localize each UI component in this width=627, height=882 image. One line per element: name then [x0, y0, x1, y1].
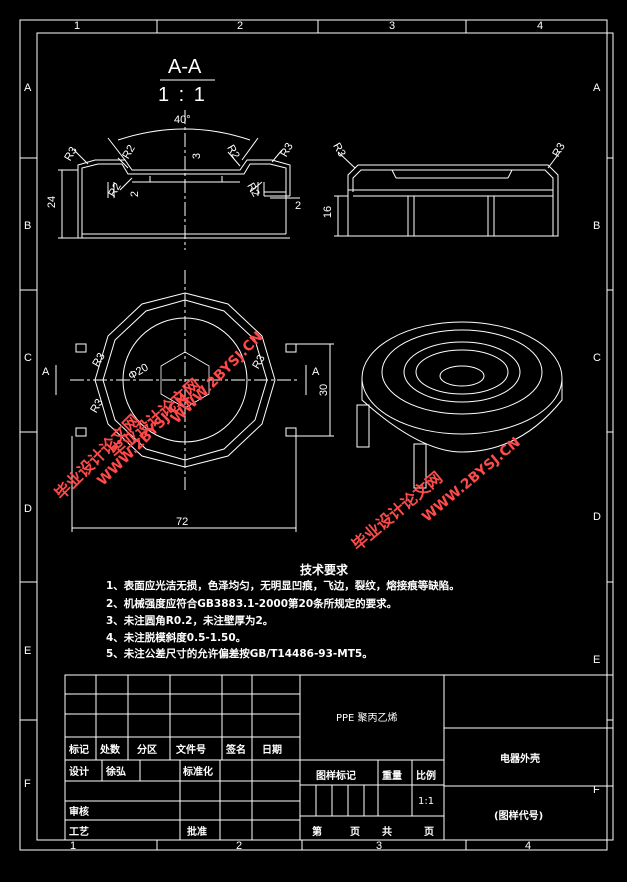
designer-name: 徐弘: [106, 767, 126, 778]
scale-value: 1:1: [418, 796, 435, 807]
dim-t3: 3: [191, 152, 204, 160]
row-label-date: 日期: [262, 745, 282, 756]
tech-requirement-4: 4、未注脱模斜度0.5-1.50。: [106, 632, 247, 644]
zone-right-a: A: [593, 82, 601, 94]
dim-angle: 40°: [174, 114, 191, 126]
zone-right-c: C: [593, 352, 601, 364]
dim-w72: 72: [176, 516, 189, 528]
drawing-code: (图样代号): [494, 811, 544, 822]
zone-right-e: E: [593, 654, 601, 666]
plan-view: [55, 270, 334, 532]
zone-bottom-4: 4: [525, 840, 532, 852]
section-name: A-A: [168, 56, 202, 78]
tech-requirement-1: 1、表面应光洁无损，色泽均匀，无明显凹痕，飞边，裂纹，熔接痕等缺陷。: [106, 580, 460, 592]
zone-top-1: 1: [74, 20, 81, 32]
row-label-count: 处数: [100, 745, 120, 756]
sheet-no-prefix: 第: [312, 827, 322, 838]
title-block: [64, 674, 614, 841]
dim-t2b: 2: [295, 200, 302, 212]
zone-right-f: F: [593, 784, 600, 796]
standardize-label: 标准化: [183, 767, 213, 778]
dim-w30: 30: [318, 383, 331, 397]
zone-bottom-1: 1: [70, 840, 77, 852]
zone-left-e: E: [24, 645, 32, 657]
weight-label: 重量: [382, 771, 402, 782]
zone-left-f: F: [24, 778, 31, 790]
row-label-mark: 标记: [69, 745, 89, 756]
zone-left-c: C: [24, 352, 32, 364]
row-label-doc: 文件号: [176, 745, 206, 756]
review-label: 审核: [69, 807, 89, 818]
side-view: [334, 151, 561, 237]
outer-border: [19, 19, 608, 851]
zone-bottom-2: 2: [236, 840, 243, 852]
zone-left-a: A: [24, 82, 32, 94]
tech-requirement-2: 2、机械强度应符合GB3883.1-2000第20条所规定的要求。: [106, 598, 398, 610]
zone-right-d: D: [593, 511, 601, 523]
tech-requirements-title: 技术要求: [300, 563, 349, 577]
zone-top-4: 4: [537, 20, 544, 32]
row-label-zone: 分区: [137, 745, 157, 756]
sheet-total-suffix: 页: [424, 827, 434, 838]
material-label: PPE 聚丙乙烯: [336, 713, 398, 724]
zone-left-d: D: [24, 503, 32, 515]
section-view: [58, 110, 300, 250]
isometric-view: [356, 321, 563, 489]
zone-right-b: B: [593, 220, 601, 232]
dim-t2a: 2: [129, 190, 142, 198]
sheet-total-prefix: 共: [382, 827, 392, 838]
scale-label: 比例: [416, 771, 436, 782]
tech-requirement-5: 5、未注公差尺寸的允许偏差按GB/T14486-93-MT5。: [106, 648, 373, 660]
dim-h24: 24: [46, 195, 59, 209]
dim-h16: 16: [322, 205, 335, 219]
tech-requirement-3: 3、未注圆角R0.2，未注壁厚为2。: [106, 615, 274, 627]
stage-mark-label: 图样标记: [316, 771, 356, 782]
section-scale: 1 : 1: [158, 84, 207, 106]
row-label-sign: 签名: [226, 745, 246, 756]
zone-bottom-3: 3: [376, 840, 383, 852]
process-label: 工艺: [69, 827, 89, 838]
approve-label: 批准: [187, 827, 207, 838]
zone-left-b: B: [24, 220, 32, 232]
zone-top-2: 2: [237, 20, 244, 32]
section-mark-left: A: [42, 366, 50, 378]
zone-top-3: 3: [389, 20, 396, 32]
design-label: 设计: [69, 767, 89, 778]
section-mark-right: A: [312, 366, 320, 378]
part-name: 电器外壳: [500, 754, 540, 765]
sheet-no-suffix: 页: [350, 827, 360, 838]
